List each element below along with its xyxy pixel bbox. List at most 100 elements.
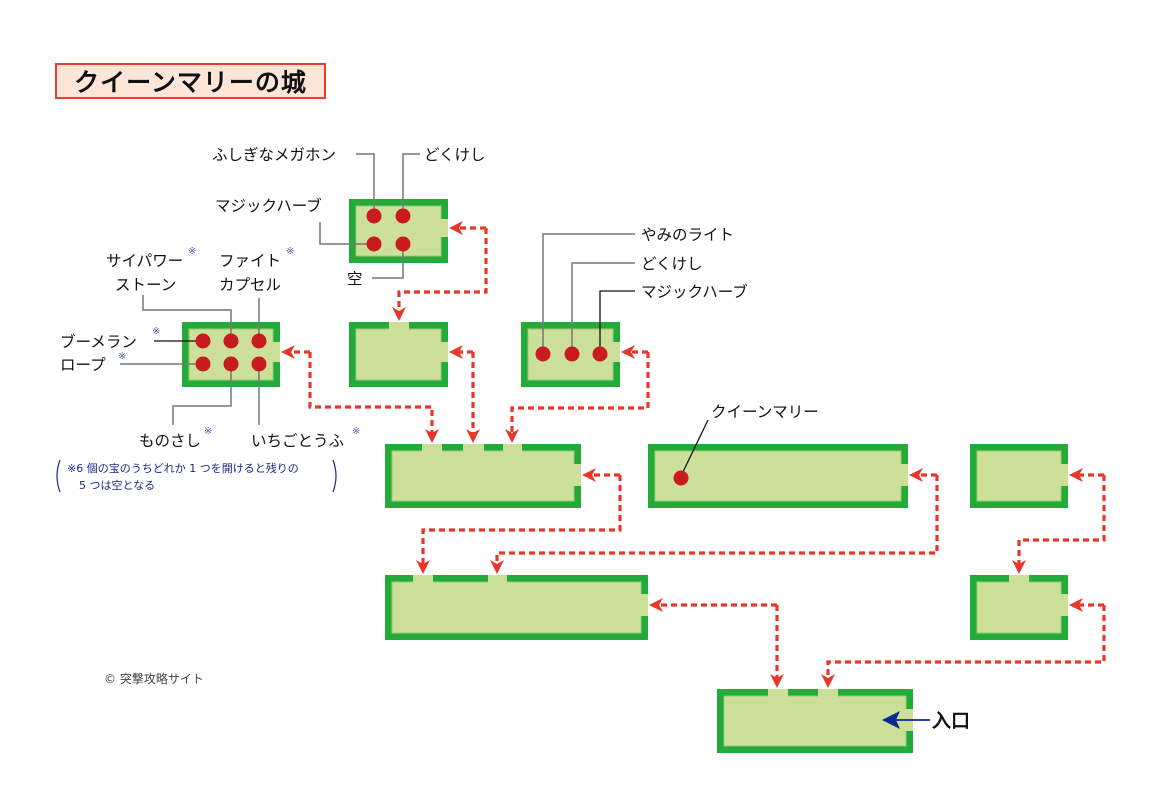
label-boomerang: ブーメラン — [60, 332, 137, 351]
chest-rope[interactable] — [195, 356, 211, 372]
leader-queen — [680, 419, 709, 477]
label-dark-light: やみのライト — [641, 226, 734, 244]
lower-hall — [385, 575, 648, 640]
small-room-right-bottom — [970, 575, 1068, 640]
chest-strawberry-tofu[interactable] — [251, 356, 267, 372]
arrowhead-down-icon — [416, 560, 430, 574]
chest-fight-capsule[interactable] — [251, 333, 267, 349]
leader-herb-r4 — [319, 222, 374, 245]
door-right[interactable] — [440, 342, 448, 362]
door-right[interactable] — [612, 342, 620, 362]
arrowhead-left-icon — [582, 468, 596, 482]
door-right[interactable] — [900, 464, 908, 486]
label-fight-2: カプセル — [219, 276, 281, 294]
arrowhead-down-icon — [770, 674, 784, 688]
note-paren-right — [332, 459, 337, 493]
label-megaphone: ふしぎなメガホン — [212, 146, 336, 164]
asterisk-rope: ※ — [118, 351, 126, 362]
path-rb-to-entr — [826, 605, 1106, 682]
copyright: © 突撃攻略サイト — [104, 671, 204, 686]
chest-antidote-r3[interactable] — [564, 346, 580, 362]
door-top[interactable] — [1009, 575, 1029, 583]
queen-mary-room — [648, 444, 908, 508]
door-top[interactable] — [768, 689, 788, 697]
small-room-right-bottom-floor — [976, 581, 1062, 634]
arrowhead-left-icon — [449, 345, 463, 359]
small-room-right-top — [970, 444, 1068, 508]
queen-mary-room-floor — [654, 450, 902, 502]
arrowhead-left-icon — [909, 468, 923, 482]
door-top[interactable] — [818, 689, 838, 697]
door-right[interactable] — [272, 342, 280, 362]
arrowhead-left-icon — [449, 221, 463, 235]
path-r3-to-mid — [510, 352, 650, 437]
chest-antidote-r4[interactable] — [395, 208, 411, 224]
arrowhead-down-icon — [490, 560, 504, 574]
path-rt-to-rb — [1017, 475, 1106, 568]
door-right[interactable] — [440, 219, 448, 237]
door-top[interactable] — [503, 444, 522, 452]
leader-ruler — [172, 364, 232, 425]
label-rope: ロープ — [60, 356, 106, 374]
door-right[interactable] — [1060, 464, 1068, 486]
chest-ruler[interactable] — [223, 356, 239, 372]
door-top[interactable] — [389, 322, 409, 330]
door-top[interactable] — [422, 444, 442, 452]
door-top[interactable] — [488, 575, 507, 583]
chest-empty-r4[interactable] — [395, 236, 411, 252]
door-top[interactable] — [413, 575, 433, 583]
leader-dark-light — [542, 233, 635, 354]
middle-hall-left-floor — [391, 450, 575, 502]
map-title: クイーンマリーの城 — [74, 68, 307, 97]
door-right[interactable] — [640, 594, 648, 616]
chest-herb-r3[interactable] — [592, 346, 608, 362]
note-paren-left — [56, 459, 61, 493]
label-queen-mary: クイーンマリー — [711, 403, 819, 421]
asterisk-boomerang: ※ — [152, 326, 160, 337]
door-top[interactable] — [463, 444, 484, 452]
label-antidote-r4: どくけし — [424, 146, 486, 164]
path-mid-to-lower — [421, 475, 622, 568]
leader-herb-r3 — [599, 290, 635, 354]
small-room-right-top-floor — [976, 450, 1062, 502]
entrance-arrow-icon — [882, 711, 900, 729]
door-right[interactable] — [573, 464, 581, 486]
entrance-room — [717, 689, 913, 753]
path-r4-to-a2 — [397, 228, 488, 317]
leader-megaphone — [356, 153, 375, 216]
asterisk-ruler: ※ — [204, 426, 212, 437]
chest-megaphone[interactable] — [366, 208, 382, 224]
arrowhead-left-icon — [649, 598, 663, 612]
lower-hall-floor — [391, 581, 642, 634]
asterisk-fight: ※ — [286, 246, 294, 257]
note-line-1: ※6 個の宝のうちどれか 1 つを開けると残りの — [67, 461, 299, 475]
arrowhead-down-icon — [466, 429, 480, 443]
path-queen-to-lower — [495, 475, 939, 568]
label-herb-r3: マジックハーブ — [641, 282, 748, 301]
queen-mary-marker[interactable] — [673, 470, 689, 486]
4-chest-room — [349, 199, 448, 263]
label-psystone-2: ストーン — [115, 276, 176, 294]
leader-empty — [372, 244, 404, 279]
entrance-room-floor — [723, 695, 907, 747]
arrowhead-left-icon — [1069, 468, 1083, 482]
chest-psystone[interactable] — [223, 333, 239, 349]
label-antidote-r3: どくけし — [641, 255, 703, 273]
arrowhead-left-icon — [621, 345, 635, 359]
note-line-2: 5 つは空となる — [79, 478, 155, 492]
chest-herb-r4[interactable] — [366, 236, 382, 252]
chest-dark-light[interactable] — [535, 346, 551, 362]
empty-room-upper-left-floor — [355, 328, 442, 381]
label-entrance: 入口 — [932, 710, 970, 732]
chest-boomerang[interactable] — [195, 333, 211, 349]
empty-room-upper-left — [349, 322, 448, 387]
arrowhead-down-icon — [1012, 560, 1026, 574]
leader-antidote-r4 — [402, 153, 420, 216]
label-ruler: ものさし — [139, 432, 201, 450]
arrowhead-left-icon — [281, 345, 295, 359]
path-r6-to-mid — [308, 352, 434, 437]
label-strawberry-tofu: いちごとうふ — [251, 432, 344, 450]
door-right[interactable] — [1060, 594, 1068, 616]
arrowhead-down-icon — [392, 307, 406, 321]
